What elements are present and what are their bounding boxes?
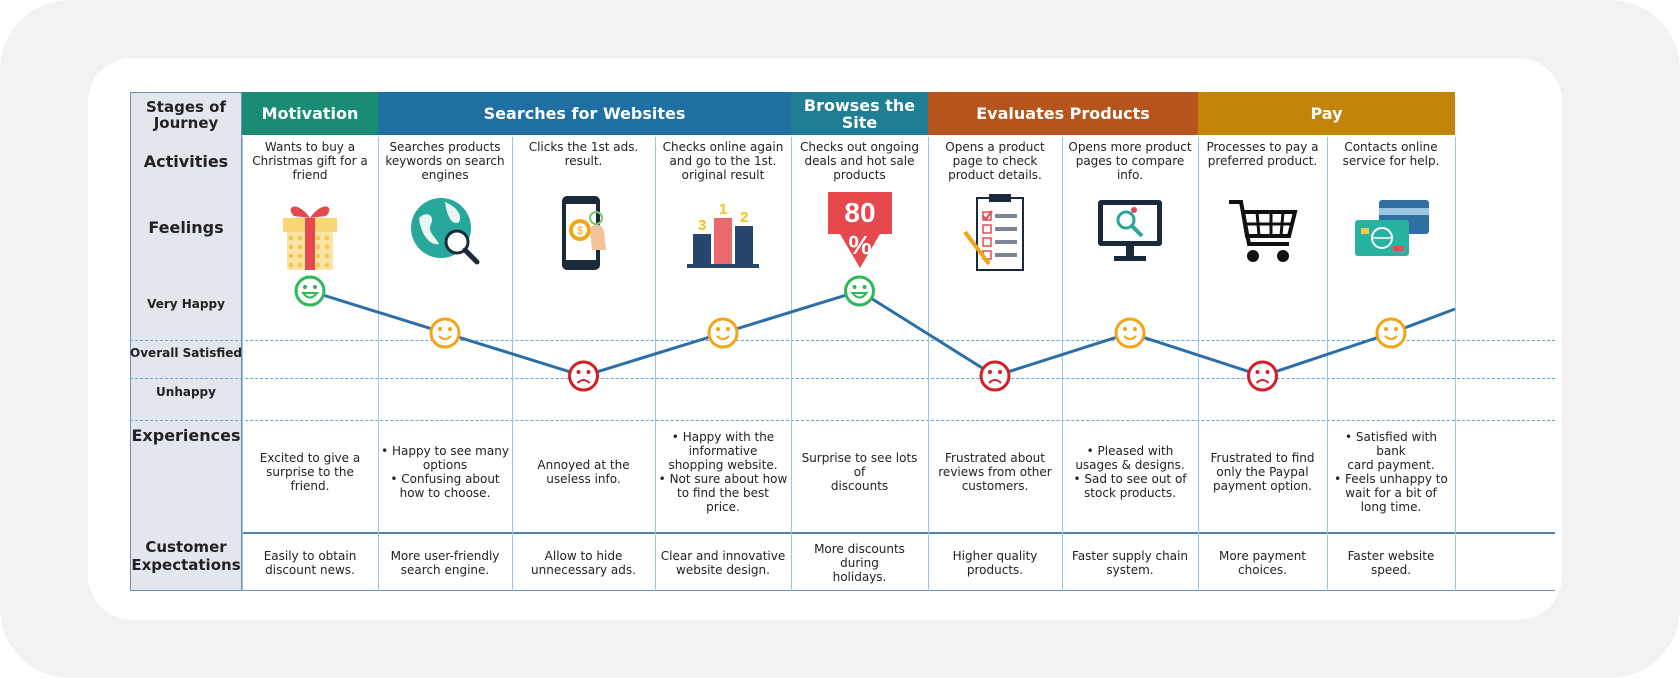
emotion-face-very-happy [294, 275, 326, 307]
stage-header-2: Searches for Websites [378, 92, 791, 135]
discount-unit: % [848, 230, 871, 260]
experience-text: Frustrated about reviews from other cust… [938, 451, 1052, 493]
checklist-icon [955, 192, 1035, 272]
activity-text: Opens more product pages to compare info… [1068, 140, 1192, 182]
label-column [130, 92, 242, 591]
experience-text: Frustrated to find only the Paypal payme… [1210, 451, 1315, 493]
stage-header-5: Pay [1198, 92, 1455, 135]
monitor-search-icon [1090, 192, 1170, 272]
activity-text: Wants to buy a Christmas gift for a frie… [252, 140, 368, 182]
activity-text: Checks out ongoing deals and hot sale pr… [800, 140, 919, 182]
label-experiences: Experiences [131, 426, 241, 445]
activity-text: Contacts online service for help. [1342, 140, 1440, 168]
column-divider [928, 137, 929, 591]
experience-text: • Satisfied with bank card payment. • Fe… [1334, 430, 1448, 514]
expectation-text: More user-friendly search engine. [390, 548, 500, 577]
experience-text: Surprise to see lots of discounts [801, 451, 918, 493]
expectation-text: Clear and innovative website design. [660, 548, 786, 577]
emotion-face-unhappy [568, 360, 599, 392]
stage-header-1: Motivation [242, 92, 378, 135]
experience-text: • Pleased with usages & designs. • Sad t… [1073, 444, 1187, 500]
stage-header-3: Browses the Site [791, 92, 928, 135]
column-divider [791, 137, 792, 591]
activity-text: Clicks the 1st ads. result. [528, 140, 639, 168]
column-divider [378, 137, 379, 591]
discount-value: 80 [844, 197, 875, 228]
emotion-face-overall-satisfied [1114, 317, 1146, 349]
column-divider [655, 137, 656, 591]
expectation-text: Higher quality products. [952, 548, 1038, 577]
label-expectations: Customer Expectations [131, 538, 241, 574]
shopping-cart-icon [1223, 192, 1303, 272]
expectation-text: Faster supply chain system. [1071, 548, 1189, 577]
emotion-face-overall-satisfied [707, 317, 739, 349]
experience-text: Annoyed at the useless info. [537, 458, 630, 486]
credit-card-icon [1351, 192, 1431, 272]
customer-journey-map: Stages of Journey Activities Feelings Ve… [130, 92, 1555, 591]
emotion-face-unhappy [1247, 360, 1278, 392]
column-divider [512, 137, 513, 591]
emotion-face-unhappy [979, 360, 1011, 392]
gift-icon [270, 192, 350, 272]
emotion-face-very-happy [844, 275, 875, 307]
svg-text:$: $ [576, 225, 582, 237]
inner-card [88, 58, 1562, 620]
feelings-line-chart [294, 275, 1456, 392]
column-divider [1198, 137, 1199, 591]
podium-number-3: 3 [698, 217, 706, 234]
expectation-text: Faster website speed. [1347, 548, 1435, 577]
row-divider-experiences [242, 532, 1555, 534]
expectation-text: More payment choices. [1218, 548, 1307, 577]
globe-search-icon [405, 192, 485, 272]
label-feelings: Feelings [148, 218, 224, 237]
activity-text: Checks online again and go to the 1st. o… [662, 140, 784, 182]
phone-ad-icon: $ [544, 192, 624, 272]
column-divider [242, 137, 243, 591]
ranking-podium-icon: 3 1 2 [683, 192, 763, 272]
emotion-face-overall-satisfied [1375, 317, 1407, 349]
dashed-guide-2 [130, 378, 1555, 379]
stage-header-4: Evaluates Products [928, 92, 1198, 135]
column-divider [1455, 137, 1456, 591]
column-divider [1327, 137, 1328, 591]
experience-text: • Happy to see many options • Confusing … [381, 444, 509, 500]
label-very-happy: Very Happy [147, 297, 225, 311]
discount-tag-icon: 80 % [820, 192, 900, 272]
dashed-guide-3 [130, 420, 1555, 421]
feelings-line [309, 289, 1456, 378]
row-divider-bottom [242, 590, 1555, 591]
podium-number-1: 1 [719, 201, 727, 218]
column-divider [1062, 137, 1063, 591]
activity-text: Searches products keywords on search eng… [385, 140, 505, 182]
experience-text: • Happy with the informative shopping we… [658, 430, 788, 514]
label-unhappy: Unhappy [156, 385, 216, 399]
dashed-guide-1 [130, 340, 1555, 341]
expectation-text: More discounts during holidays. [814, 541, 905, 584]
emotion-face-overall-satisfied [429, 317, 461, 349]
label-activities: Activities [143, 152, 229, 171]
label-stages: Stages of Journey [146, 97, 226, 132]
podium-number-2: 2 [740, 209, 748, 226]
activity-text: Processes to pay a preferred product. [1206, 140, 1319, 168]
expectation-text: Allow to hide unnecessary ads. [531, 548, 636, 577]
label-overall-satisfied: Overall Satisfied [130, 346, 242, 360]
activity-text: Opens a product page to check product de… [945, 140, 1045, 182]
experience-text: Excited to give a surprise to the friend… [259, 451, 361, 493]
expectation-text: Easily to obtain discount news. [263, 548, 357, 577]
